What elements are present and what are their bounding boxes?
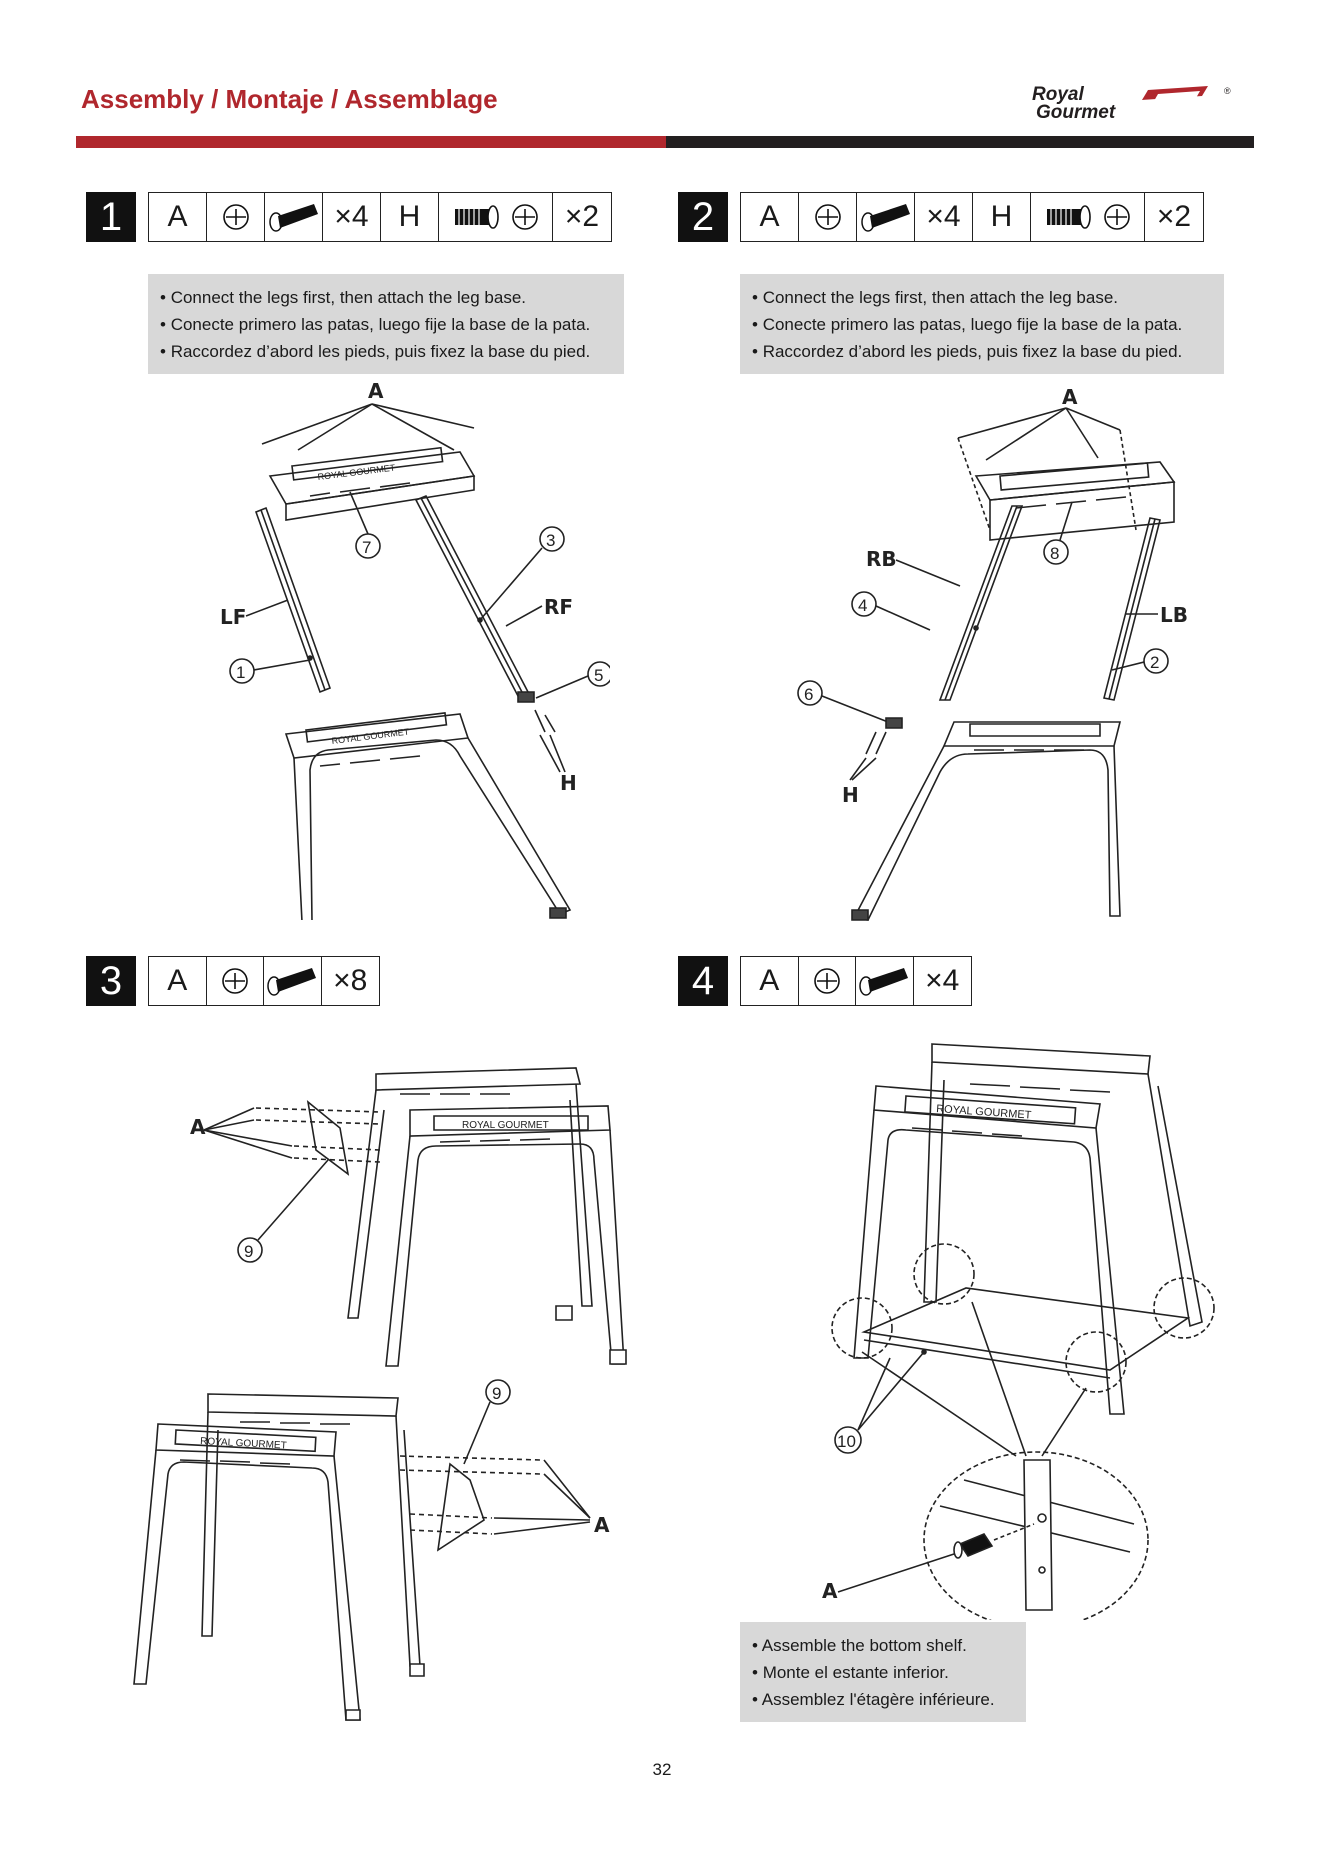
step-4-parts-table: A ×4: [740, 956, 972, 1006]
header-bar-dark: [666, 136, 1254, 148]
label-lf: LF: [220, 605, 246, 629]
bolt-icon: [857, 193, 915, 241]
callout-3: 3: [546, 531, 555, 550]
step-4-number: 4: [678, 956, 728, 1006]
label-lb: LB: [1160, 603, 1188, 627]
page-title: Assembly / Montaje / Assemblage: [81, 84, 498, 114]
screwdriver-phillips-icon: [511, 204, 538, 230]
screw-icon: [1031, 193, 1145, 241]
header-bar-red: [76, 136, 666, 148]
label-a: A: [190, 1115, 206, 1139]
step-2-parts-table: A ×4 H ×2: [740, 192, 1204, 242]
screwdriver-phillips-icon: [799, 957, 856, 1005]
note-es: Conecte primero las patas, luego fije la…: [752, 311, 1212, 338]
callout-5: 5: [594, 666, 603, 685]
registered-mark: ®: [1224, 86, 1231, 96]
callout-9: 9: [492, 1384, 501, 1403]
callout-2: 2: [1150, 653, 1159, 672]
brand-line2: Gourmet: [1036, 102, 1116, 122]
screwdriver-phillips-icon: [1103, 204, 1130, 230]
note-es: Conecte primero las patas, luego fije la…: [160, 311, 612, 338]
part-letter: H: [973, 193, 1031, 241]
label-a: A: [368, 380, 384, 403]
plate-text: ROYAL GOURMET: [200, 1436, 287, 1452]
note-en: Connect the legs first, then attach the …: [160, 284, 612, 311]
callout-4: 4: [858, 596, 867, 615]
part-letter: A: [741, 193, 799, 241]
step-3-top-diagram: A 9 ROYAL GOURMET: [190, 1050, 640, 1390]
label-a: A: [822, 1579, 838, 1603]
part-qty: ×2: [564, 200, 600, 233]
part-letter: A: [741, 957, 799, 1005]
callout-1: 1: [236, 663, 245, 682]
callout-7: 7: [362, 538, 371, 557]
page-number: 32: [652, 1760, 672, 1779]
bolt-icon: [264, 957, 322, 1005]
part-qty: ×4: [925, 964, 960, 997]
callout-8: 8: [1050, 544, 1059, 563]
label-rb: RB: [866, 547, 897, 571]
note-en: Connect the legs first, then attach the …: [752, 284, 1212, 311]
step-1-number: 1: [86, 192, 136, 242]
step-2-number: 2: [678, 192, 728, 242]
part-qty: ×8: [333, 964, 368, 997]
part-letter: A: [149, 957, 207, 1005]
screwdriver-phillips-icon: [207, 193, 265, 241]
step-3-bottom-diagram: 9 A ROYAL GOURMET: [120, 1370, 610, 1730]
logo-plate: [292, 448, 443, 480]
step-1-notes: Connect the legs first, then attach the …: [148, 274, 624, 374]
step-1-diagram: A ROYAL GOURMET H LF RF 1 3 5 7 ROYAL GO…: [220, 380, 610, 920]
label-rf: RF: [544, 595, 573, 619]
note-es: Monte el estante inferior.: [752, 1659, 1014, 1686]
label-a: A: [1062, 385, 1078, 409]
step-3-number: 3: [86, 956, 136, 1006]
screw-icon: [439, 193, 553, 241]
screwdriver-phillips-icon: [207, 957, 264, 1005]
part-qty: ×4: [323, 193, 381, 241]
label-a: A: [594, 1513, 610, 1537]
note-fr: Raccordez d’abord les pieds, puis fixez …: [160, 338, 612, 365]
step-3-parts-table: A ×8: [148, 956, 380, 1006]
label-h: H: [560, 771, 577, 795]
step-4-diagram: ROYAL GOURMET 10 A: [822, 1040, 1220, 1620]
screwdriver-phillips-icon: [799, 193, 857, 241]
note-fr: Raccordez d’abord les pieds, puis fixez …: [752, 338, 1212, 365]
note-en: Assemble the bottom shelf.: [752, 1632, 1014, 1659]
bolt-icon: [265, 193, 323, 241]
brand-logo: Royal Gourmet ®: [1032, 84, 1231, 122]
part-letter: A: [149, 193, 207, 241]
callout-6: 6: [804, 685, 813, 704]
callout-10: 10: [837, 1432, 856, 1451]
label-h: H: [842, 783, 859, 807]
callout-9: 9: [244, 1242, 253, 1261]
step-4-notes: Assemble the bottom shelf. Monte el esta…: [740, 1622, 1026, 1722]
step-2-notes: Connect the legs first, then attach the …: [740, 274, 1224, 374]
part-letter: H: [381, 193, 439, 241]
part-qty: ×2: [1156, 200, 1192, 233]
brand-line1: Royal: [1032, 84, 1084, 105]
plate-text: ROYAL GOURMET: [462, 1120, 549, 1131]
step-1-parts-table: A ×4 H ×2: [148, 192, 612, 242]
bolt-icon: [856, 957, 914, 1005]
part-qty: ×4: [915, 193, 973, 241]
note-fr: Assemblez l'étagère inférieure.: [752, 1686, 1014, 1713]
step-2-diagram: A RB LB 4 2 6 8 H: [790, 385, 1188, 930]
